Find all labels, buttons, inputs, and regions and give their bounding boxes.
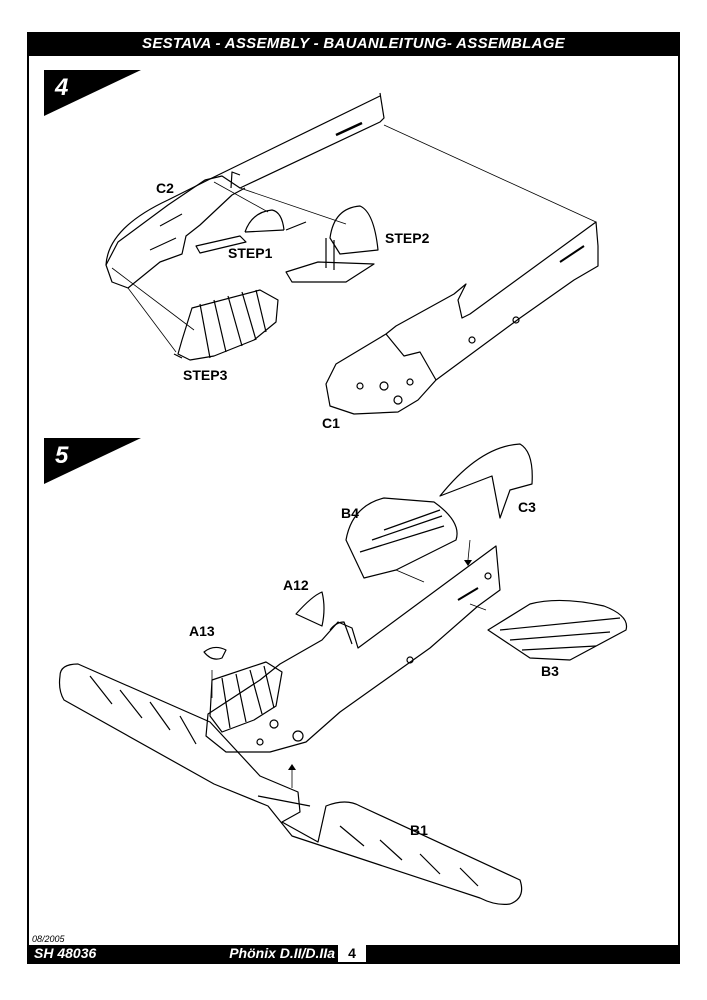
part-b1-lower-wing — [58, 663, 523, 905]
label-step2: STEP2 — [385, 230, 430, 246]
part-b3-wing-half — [469, 599, 628, 661]
part-step1-seat — [195, 209, 307, 254]
step-4-badge-shape — [44, 70, 141, 116]
part-a13-small — [203, 646, 227, 660]
label-a13: A13 — [189, 623, 215, 639]
part-c2-fuselage-half — [105, 92, 385, 289]
step-4-leader-lines — [111, 124, 597, 353]
label-step3: STEP3 — [183, 367, 228, 383]
page-header: SESTAVA - ASSEMBLY - BAUANLEITUNG- ASSEM… — [27, 32, 680, 56]
part-b4-wing-half — [345, 497, 458, 583]
label-b4: B4 — [341, 505, 359, 521]
step-5-arrows — [211, 670, 296, 788]
step-5-badge-shape — [44, 438, 141, 484]
part-step3-engine — [173, 289, 279, 361]
label-a12: A12 — [283, 577, 309, 593]
label-b3: B3 — [541, 663, 559, 679]
label-step1: STEP1 — [228, 245, 273, 261]
label-b1: B1 — [410, 822, 428, 838]
part-a12-windscreen — [295, 591, 325, 627]
label-c2: C2 — [156, 180, 174, 196]
part-step2-seat-frame — [285, 205, 379, 283]
footer-page-number: 4 — [338, 945, 366, 962]
footer-date: 08/2005 — [32, 934, 65, 944]
part-fuselage-assembly — [205, 545, 501, 753]
footer-product-code: SH 48036 — [34, 945, 97, 961]
step-5-number: 5 — [55, 442, 69, 469]
label-c1: C1 — [322, 415, 340, 431]
part-engine-installed — [209, 661, 283, 733]
footer-model-name: Phönix D.II/D.IIa — [229, 945, 335, 961]
part-c1-fuselage-half — [325, 221, 599, 415]
label-c3: C3 — [518, 499, 536, 515]
part-c3-panel — [439, 443, 533, 566]
step-4-number: 4 — [55, 74, 69, 101]
